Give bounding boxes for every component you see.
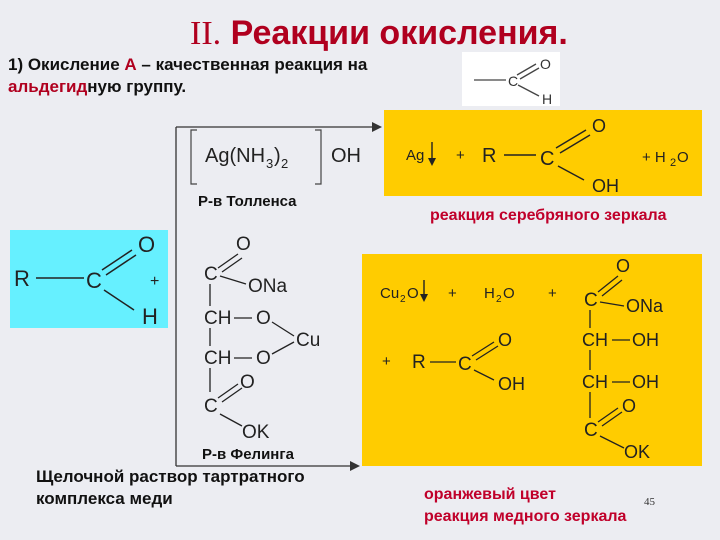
svg-text:O: O — [240, 372, 255, 393]
svg-text:Ag: Ag — [406, 147, 424, 164]
copper-mirror-result: оранжевый цвет реакция медного зеркала — [424, 484, 626, 528]
svg-text:O: O — [677, 149, 689, 166]
aldehyde-group-structure: C O H — [474, 56, 552, 107]
fehling-description-line-2: комплекса меди — [36, 489, 173, 508]
subtitle-line-1: 1) Окисление А – качественная реакция на — [8, 54, 367, 76]
svg-text:2: 2 — [670, 157, 676, 169]
svg-text:H: H — [484, 285, 495, 302]
svg-text:2: 2 — [281, 156, 288, 171]
svg-text:O: O — [592, 116, 606, 136]
title-roman-numeral: II. — [190, 15, 222, 52]
subtitle-text: 1) Окисление — [8, 55, 125, 74]
fehling-reagent: C O ONa CH O Cu CH O C O OK — [190, 226, 340, 452]
slide-title: II. Реакции окисления. — [190, 14, 568, 53]
svg-text:C: C — [204, 396, 218, 417]
svg-text:+ H: + H — [642, 149, 666, 166]
svg-text:+: + — [150, 273, 159, 290]
svg-text:Cu: Cu — [296, 330, 320, 351]
svg-text:OH: OH — [592, 176, 619, 196]
copper-result-line-1: оранжевый цвет — [424, 486, 556, 503]
subtitle-text: – качественная реакция на — [136, 55, 368, 74]
aldehyde-reactant-structure: R C O H + — [14, 232, 159, 329]
aldehyde-group-box: C O H — [462, 52, 560, 107]
svg-text:+: + — [382, 353, 391, 370]
svg-text:OH: OH — [632, 330, 659, 350]
subtitle-text: ную группу. — [87, 77, 187, 96]
tollens-reagent: Ag(NH 3 ) 2 OH — [175, 124, 375, 194]
copper-mirror-products: Cu 2 O + H 2 O + + R C O OH C O ONa CH O… — [380, 256, 664, 462]
svg-text:ONa: ONa — [626, 296, 664, 316]
silver-mirror-label: реакция серебряного зеркала — [430, 207, 667, 224]
svg-text:+: + — [448, 285, 457, 302]
svg-text:C: C — [508, 73, 518, 89]
svg-text:Cu: Cu — [380, 285, 399, 302]
svg-text:O: O — [503, 285, 515, 302]
svg-text:OH: OH — [632, 372, 659, 392]
svg-text:C: C — [540, 148, 554, 170]
svg-text:OK: OK — [624, 442, 650, 462]
svg-text:+: + — [456, 147, 465, 164]
fehling-reagent-formula: C O ONa CH O Cu CH O C O OK — [204, 234, 320, 443]
svg-text:CH: CH — [204, 308, 231, 329]
svg-text:CH: CH — [582, 372, 608, 392]
svg-text:CH: CH — [204, 348, 231, 369]
fehling-description-line-1: Щелочной раствор тартратного — [36, 467, 305, 486]
subtitle-highlight-aldehyde: альдегид — [8, 77, 88, 96]
svg-text:C: C — [204, 264, 218, 285]
svg-text:C: C — [458, 354, 472, 375]
fehling-reagent-label: Р-в Фелинга — [202, 446, 294, 463]
title-text: Реакции окисления. — [230, 14, 568, 52]
subtitle: 1) Окисление А – качественная реакция на… — [8, 54, 367, 98]
svg-text:C: C — [86, 268, 102, 293]
svg-text:O: O — [256, 348, 271, 369]
svg-text:OH: OH — [331, 145, 361, 167]
svg-text:O: O — [138, 232, 155, 257]
svg-text:ONa: ONa — [248, 276, 288, 297]
svg-text:3: 3 — [266, 156, 273, 171]
svg-text:O: O — [540, 56, 551, 72]
svg-text:O: O — [407, 285, 419, 302]
svg-text:O: O — [236, 234, 251, 255]
svg-text:OH: OH — [498, 374, 525, 394]
page-number: 45 — [644, 496, 655, 508]
svg-text:C: C — [584, 290, 598, 311]
tollens-reagent-label: Р-в Толленса — [198, 193, 297, 210]
svg-text:+: + — [548, 285, 557, 302]
svg-text:2: 2 — [400, 294, 406, 305]
copper-result-line-2: реакция медного зеркала — [424, 508, 627, 525]
svg-text:O: O — [498, 330, 512, 350]
svg-text:H: H — [142, 304, 158, 328]
svg-text:C: C — [584, 420, 598, 441]
copper-mirror-products-box: Cu 2 O + H 2 O + + R C O OH C O ONa CH O… — [362, 254, 702, 466]
svg-text:O: O — [256, 308, 271, 329]
subtitle-line-2: альдегидную группу. — [8, 76, 367, 98]
svg-text:O: O — [616, 256, 630, 276]
svg-text:R: R — [14, 266, 30, 291]
svg-text:): ) — [274, 145, 281, 167]
svg-text:R: R — [482, 145, 496, 167]
fehling-description: Щелочной раствор тартратного комплекса м… — [36, 466, 305, 510]
subtitle-highlight-a: А — [124, 55, 137, 74]
svg-text:Ag(NH: Ag(NH — [205, 145, 265, 167]
tollens-reagent-formula: Ag(NH 3 ) 2 OH — [190, 129, 361, 185]
svg-text:2: 2 — [496, 294, 502, 305]
silver-mirror-products: Ag + R C O OH + H 2 O — [406, 116, 689, 196]
svg-text:H: H — [542, 91, 552, 106]
silver-mirror-products-box: Ag + R C O OH + H 2 O — [384, 110, 702, 196]
svg-text:CH: CH — [582, 330, 608, 350]
svg-text:R: R — [412, 352, 426, 373]
svg-text:OK: OK — [242, 422, 270, 443]
aldehyde-reactant-box: R C O H + — [10, 230, 168, 329]
svg-text:O: O — [622, 396, 636, 416]
